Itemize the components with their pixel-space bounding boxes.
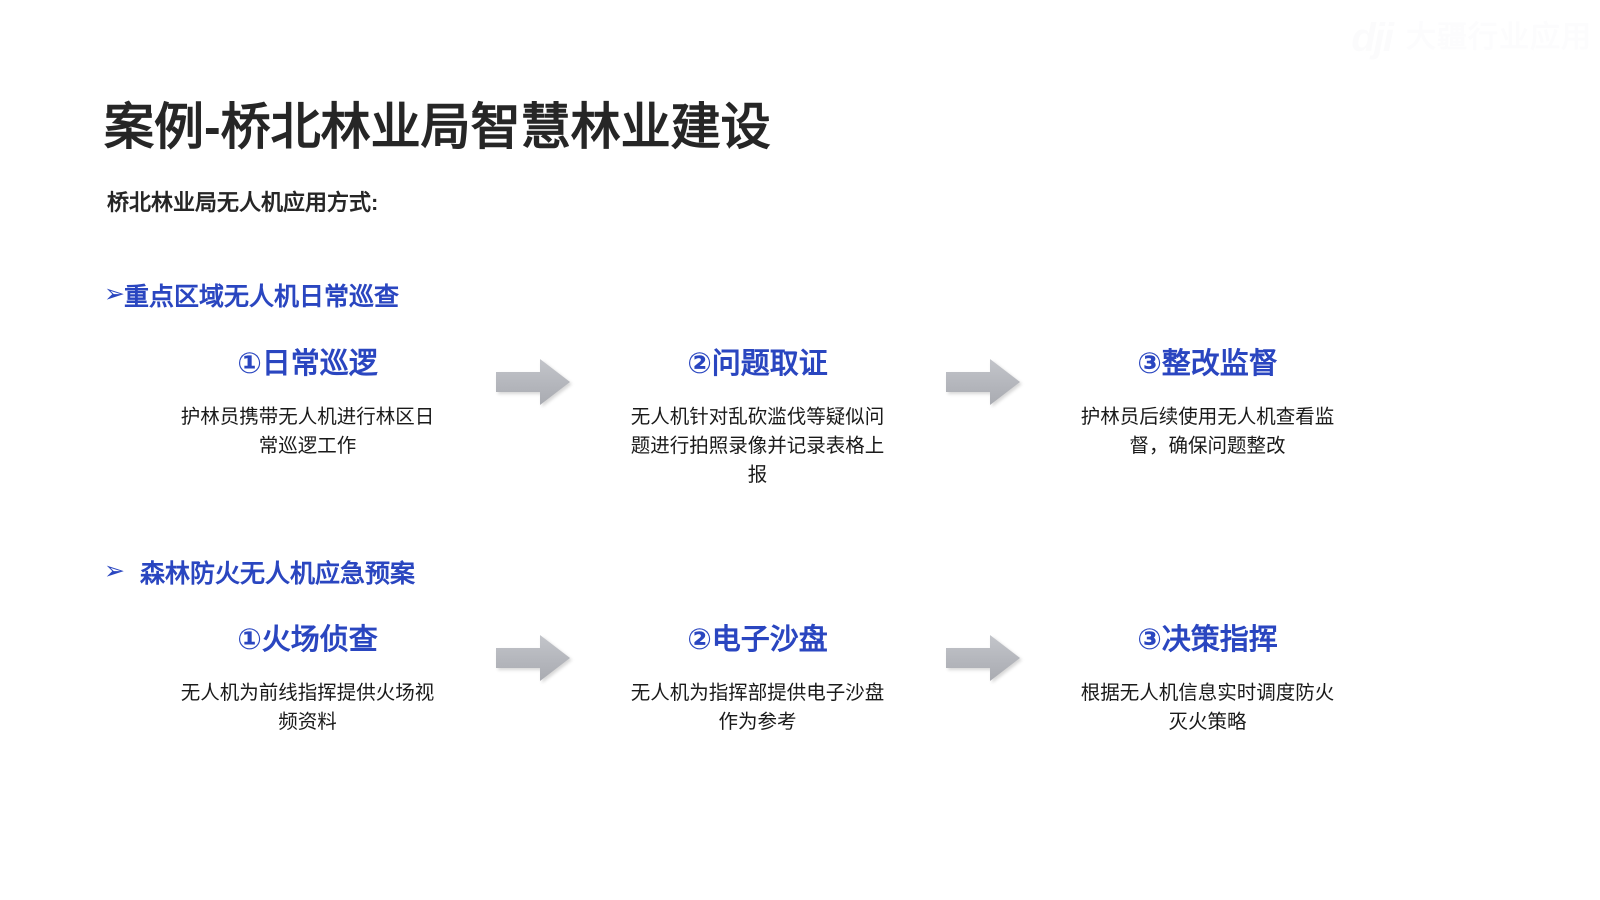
flow-step-description: 无人机为前线指挥提供火场视频资料 (180, 682, 435, 733)
dji-logo-icon: dji (1351, 16, 1394, 60)
flow-step-description: 护林员携带无人机进行林区日常巡逻工作 (180, 406, 435, 457)
flow-arrow-1-to-2 (495, 624, 570, 681)
flow-step-2: ②电子沙盘 无人机为指挥部提供电子沙盘作为参考 (570, 624, 945, 737)
flow-step-3: ③决策指挥 根据无人机信息实时调度防火灭火策略 (1020, 624, 1395, 737)
flow-arrow-2-to-3 (945, 624, 1020, 681)
dji-watermark: dji 大疆行业应用 (1351, 18, 1592, 58)
page-title: 案例-桥北林业局智慧林业建设 (104, 99, 771, 155)
page-subtitle: 桥北林业局无人机应用方式: (107, 190, 379, 215)
section-heading-fire-plan: ➢ 森林防火无人机应急预案 (104, 554, 415, 590)
section-heading-daily-patrol: ➢ 重点区域无人机日常巡查 (104, 277, 399, 313)
flow-step-title: ①火场侦查 (237, 624, 378, 656)
chevron-right-bullet-icon: ➢ (104, 556, 125, 585)
flow-step-title: ③整改监督 (1137, 348, 1278, 380)
flow-arrow-1-to-2 (495, 348, 570, 405)
flow-row-fire-plan: ①火场侦查 无人机为前线指挥提供火场视频资料 ②电子沙盘 无人机为指挥部提供电子… (120, 624, 1480, 737)
flow-row-daily-patrol: ①日常巡逻 护林员携带无人机进行林区日常巡逻工作 ②问题取证 无人机针对乱砍滥伐… (120, 348, 1480, 489)
flow-step-3: ③整改监督 护林员后续使用无人机查看监督，确保问题整改 (1020, 348, 1395, 461)
flow-step-2: ②问题取证 无人机针对乱砍滥伐等疑似问题进行拍照录像并记录表格上报 (570, 348, 945, 489)
flow-step-title: ①日常巡逻 (237, 348, 378, 380)
section-heading-label: 重点区域无人机日常巡查 (124, 283, 400, 311)
flow-step-description: 无人机针对乱砍滥伐等疑似问题进行拍照录像并记录表格上报 (630, 406, 885, 486)
flow-step-1: ①火场侦查 无人机为前线指挥提供火场视频资料 (120, 624, 495, 737)
arrow-right-icon (945, 359, 1020, 405)
flow-step-title: ②问题取证 (687, 348, 828, 380)
section-heading-label: 森林防火无人机应急预案 (140, 560, 416, 588)
flow-step-description: 护林员后续使用无人机查看监督，确保问题整改 (1080, 406, 1335, 457)
arrow-right-icon (495, 359, 570, 405)
flow-arrow-2-to-3 (945, 348, 1020, 405)
flow-step-title: ③决策指挥 (1137, 624, 1278, 656)
chevron-right-bullet-icon: ➢ (104, 279, 125, 308)
flow-step-description: 根据无人机信息实时调度防火灭火策略 (1080, 682, 1335, 733)
arrow-right-icon (945, 635, 1020, 681)
watermark-label: 大疆行业应用 (1406, 21, 1592, 54)
flow-step-1: ①日常巡逻 护林员携带无人机进行林区日常巡逻工作 (120, 348, 495, 461)
arrow-right-icon (495, 635, 570, 681)
flow-step-description: 无人机为指挥部提供电子沙盘作为参考 (630, 682, 885, 733)
flow-step-title: ②电子沙盘 (687, 624, 828, 656)
